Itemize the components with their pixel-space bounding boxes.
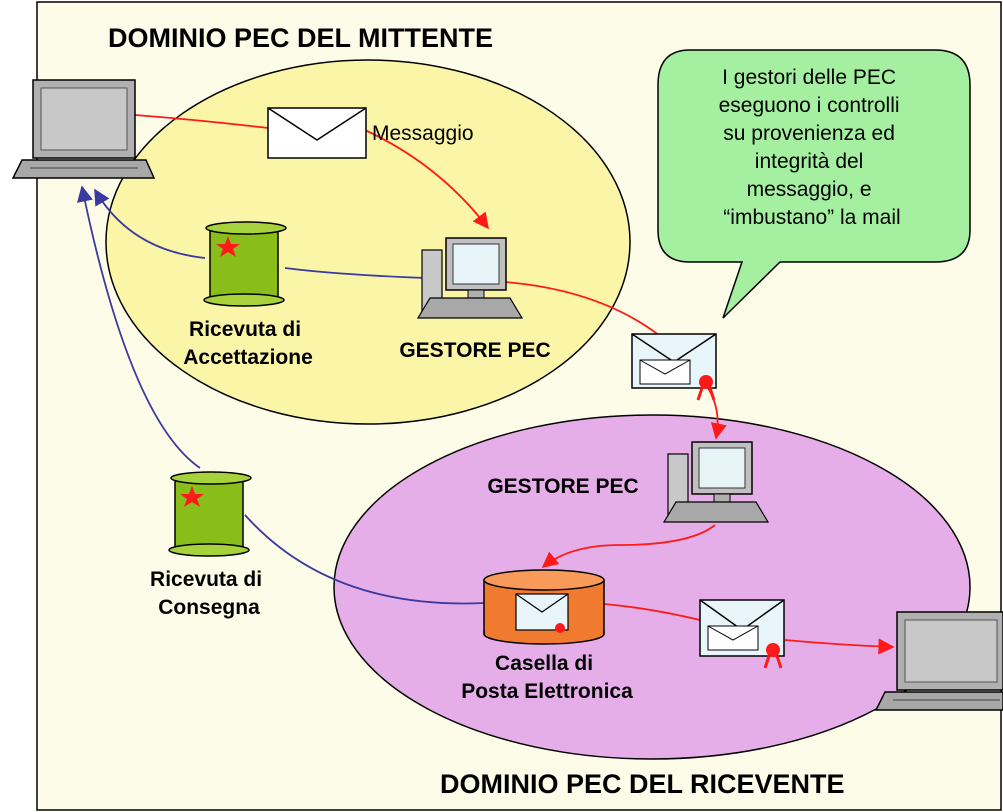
message-label: Messaggio xyxy=(372,122,474,145)
flow-casella-to-ricevuta-consegna xyxy=(244,514,485,605)
flow-gestore-to-casella xyxy=(541,524,716,569)
signed-envelope-icon xyxy=(631,333,717,401)
callout-line-5: messaggio, e xyxy=(747,178,872,201)
sender-domain xyxy=(105,59,631,425)
callout-line-2: eseguono i controlli xyxy=(719,94,900,117)
casella-label: Casella di Posta Elettronica xyxy=(461,652,633,703)
flow-ricevuta-accettazione-to-laptop xyxy=(94,188,206,259)
casella-mailbox-icon xyxy=(483,569,605,645)
gestore-sender-computer-icon xyxy=(416,237,524,319)
flow-envelope-to-gestore-receiver xyxy=(705,384,727,440)
gestore-sender-label: GESTORE PEC xyxy=(399,339,550,362)
callout-line-3: su provenienza ed xyxy=(723,122,895,145)
flow-ricevuta-consegna-to-laptop xyxy=(77,185,201,469)
flow-gestore-to-ricevuta-accettazione xyxy=(284,267,429,279)
sender-domain-title: DOMINIO PEC DEL MITTENTE xyxy=(108,23,493,53)
ricevuta-accettazione-label: Ricevuta di Accettazione xyxy=(183,318,313,369)
callout-line-1: I gestori delle PEC xyxy=(722,66,896,89)
message-envelope-icon xyxy=(267,107,367,159)
ricevuta-consegna-label: Ricevuta di Consegna xyxy=(150,568,268,619)
gestore-receiver-computer-icon xyxy=(662,441,770,523)
receiver-domain xyxy=(333,414,971,760)
callout-line-4: integrità del xyxy=(755,150,864,173)
callout-line-6: “imbustano” la mail xyxy=(723,206,900,229)
ricevuta-accettazione-scroll-icon xyxy=(203,221,287,307)
sender-laptop-icon xyxy=(11,79,156,179)
flow-envelope-to-laptop xyxy=(784,638,895,655)
receiver-domain-title: DOMINIO PEC DEL RICEVENTE xyxy=(440,769,845,799)
receiver-laptop-icon xyxy=(874,611,1003,711)
flow-casella-to-envelope xyxy=(603,603,701,621)
delivered-envelope-icon xyxy=(699,599,785,669)
svg-text:I gestori delle PEC eseg: I gestori delle PEC eseguono i controlli… xyxy=(719,66,906,229)
ricevuta-consegna-scroll-icon xyxy=(168,471,252,557)
flow-laptop-to-message xyxy=(134,114,269,129)
callout: I gestori delle PEC eseguono i controlli… xyxy=(657,49,971,319)
flow-message-to-gestore xyxy=(364,129,489,230)
flow-gestore-to-envelope xyxy=(504,281,661,337)
gestore-receiver-label: GESTORE PEC xyxy=(487,475,638,498)
